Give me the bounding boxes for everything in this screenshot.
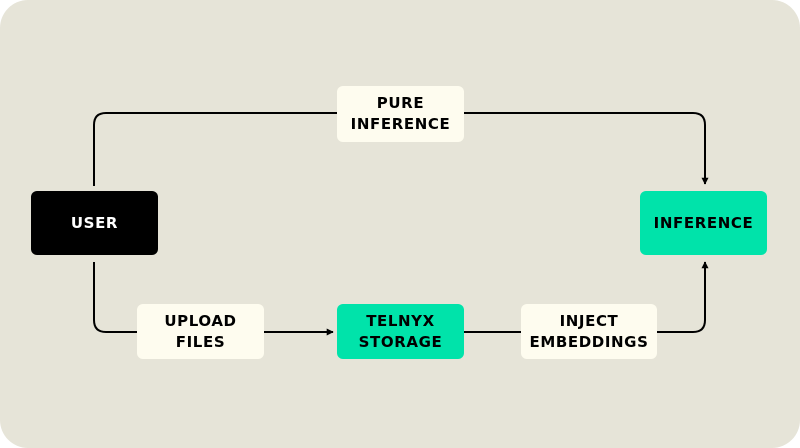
upload-files-label: UPLOAD FILES (164, 311, 237, 351)
edge-user-to-storage (93, 262, 334, 336)
edge-storage-to-inference (464, 261, 709, 333)
telnyx-storage-node: TELNYX STORAGE (337, 304, 464, 359)
pure-inference-label-box: PURE INFERENCE (337, 86, 464, 142)
pure-inference-label: PURE INFERENCE (350, 94, 451, 133)
user-node: USER (31, 191, 158, 255)
inject-embeddings-label-box: INJECT EMBEDDINGS (521, 304, 657, 359)
inject-embeddings-label: INJECT EMBEDDINGS (529, 311, 649, 351)
telnyx-storage-node-label: TELNYX STORAGE (358, 311, 443, 351)
user-node-label: USER (70, 213, 119, 232)
upload-files-label-box: UPLOAD FILES (137, 304, 264, 359)
inference-node: INFERENCE (640, 191, 767, 255)
inference-node-label: INFERENCE (653, 213, 754, 232)
